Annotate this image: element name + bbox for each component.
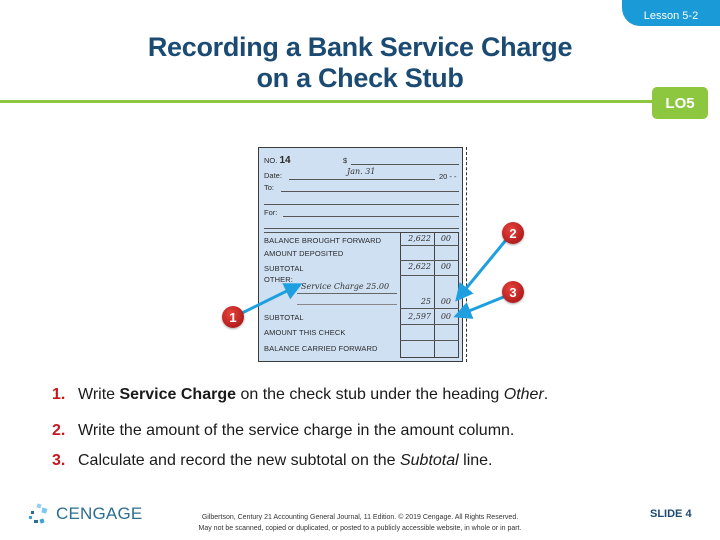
title-divider [0, 100, 660, 103]
row-label-subtotal-2: SUBTOTAL [264, 313, 304, 322]
cengage-logo: CENGAGE [28, 503, 142, 525]
callout-3: 3 [502, 281, 524, 303]
row-label-balance-carried-forward: BALANCE CARRIED FORWARD [264, 344, 378, 353]
perforation-line [466, 147, 467, 362]
logo-text: CENGAGE [56, 504, 143, 523]
lesson-label: Lesson 5-2 [643, 10, 699, 22]
check-number: 14 [279, 155, 291, 166]
year-label: 20 - - [439, 172, 457, 181]
other-amount-dollars: 25 [420, 297, 431, 306]
row-label-amount-this-check: AMOUNT THIS CHECK [264, 328, 346, 337]
check-stub: NO. 14 $ Date: Jan. 31 20 - - To: For: B… [258, 147, 463, 362]
date-label: Date: [264, 171, 282, 180]
copyright-line-1: Gilbertson, Century 21 Accounting Genera… [201, 514, 519, 521]
title-line-2: on a Check Stub [256, 63, 464, 93]
other-amount-cents: 00 [440, 297, 451, 306]
callout-2: 2 [502, 222, 524, 244]
row-label-balance-brought-forward: BALANCE BROUGHT FORWARD [264, 236, 382, 245]
callout-1: 1 [222, 306, 244, 328]
subtotal-1-cents: 00 [440, 262, 451, 271]
slide-number: SLIDE 4 [650, 508, 692, 520]
cengage-mark-icon [29, 503, 48, 524]
step-2: 2.Write the amount of the service charge… [52, 422, 515, 439]
step-number: 3. [52, 452, 66, 469]
title-line-1: Recording a Bank Service Charge [147, 32, 573, 62]
slide-title: Recording a Bank Service Charge on a Che… [60, 32, 660, 94]
for-label: For: [264, 208, 278, 217]
dollar-label: $ [343, 156, 348, 165]
row-label-subtotal-1: SUBTOTAL [264, 264, 304, 273]
subtotal-1-dollars: 2,622 [408, 262, 431, 271]
lo-label: LO5 [665, 94, 695, 112]
step-3: 3.Calculate and record the new subtotal … [52, 452, 493, 469]
date-value: Jan. 31 [347, 167, 376, 176]
copyright-notice: Gilbertson, Century 21 Accounting Genera… [140, 512, 580, 534]
balance-forward-cents: 00 [440, 234, 451, 243]
to-label: To: [264, 183, 275, 192]
row-label-amount-deposited: AMOUNT DEPOSITED [264, 249, 344, 258]
subtotal-2-cents: 00 [440, 312, 451, 321]
balance-forward-dollars: 2,622 [408, 234, 431, 243]
copyright-line-2: May not be scanned, copied or duplicated… [198, 525, 522, 532]
learning-objective-badge: LO5 [652, 87, 708, 119]
step-number: 1. [52, 386, 66, 403]
other-handwritten-entry: Service Charge 25.00 [301, 282, 390, 291]
subtotal-2-dollars: 2,597 [408, 312, 431, 321]
lesson-tab: Lesson 5-2 [622, 0, 720, 26]
step-1: 1.Write Service Charge on the check stub… [52, 386, 549, 403]
step-number: 2. [52, 422, 66, 439]
check-number-label: NO. 14 [264, 155, 291, 166]
row-label-other: OTHER: [264, 275, 293, 284]
